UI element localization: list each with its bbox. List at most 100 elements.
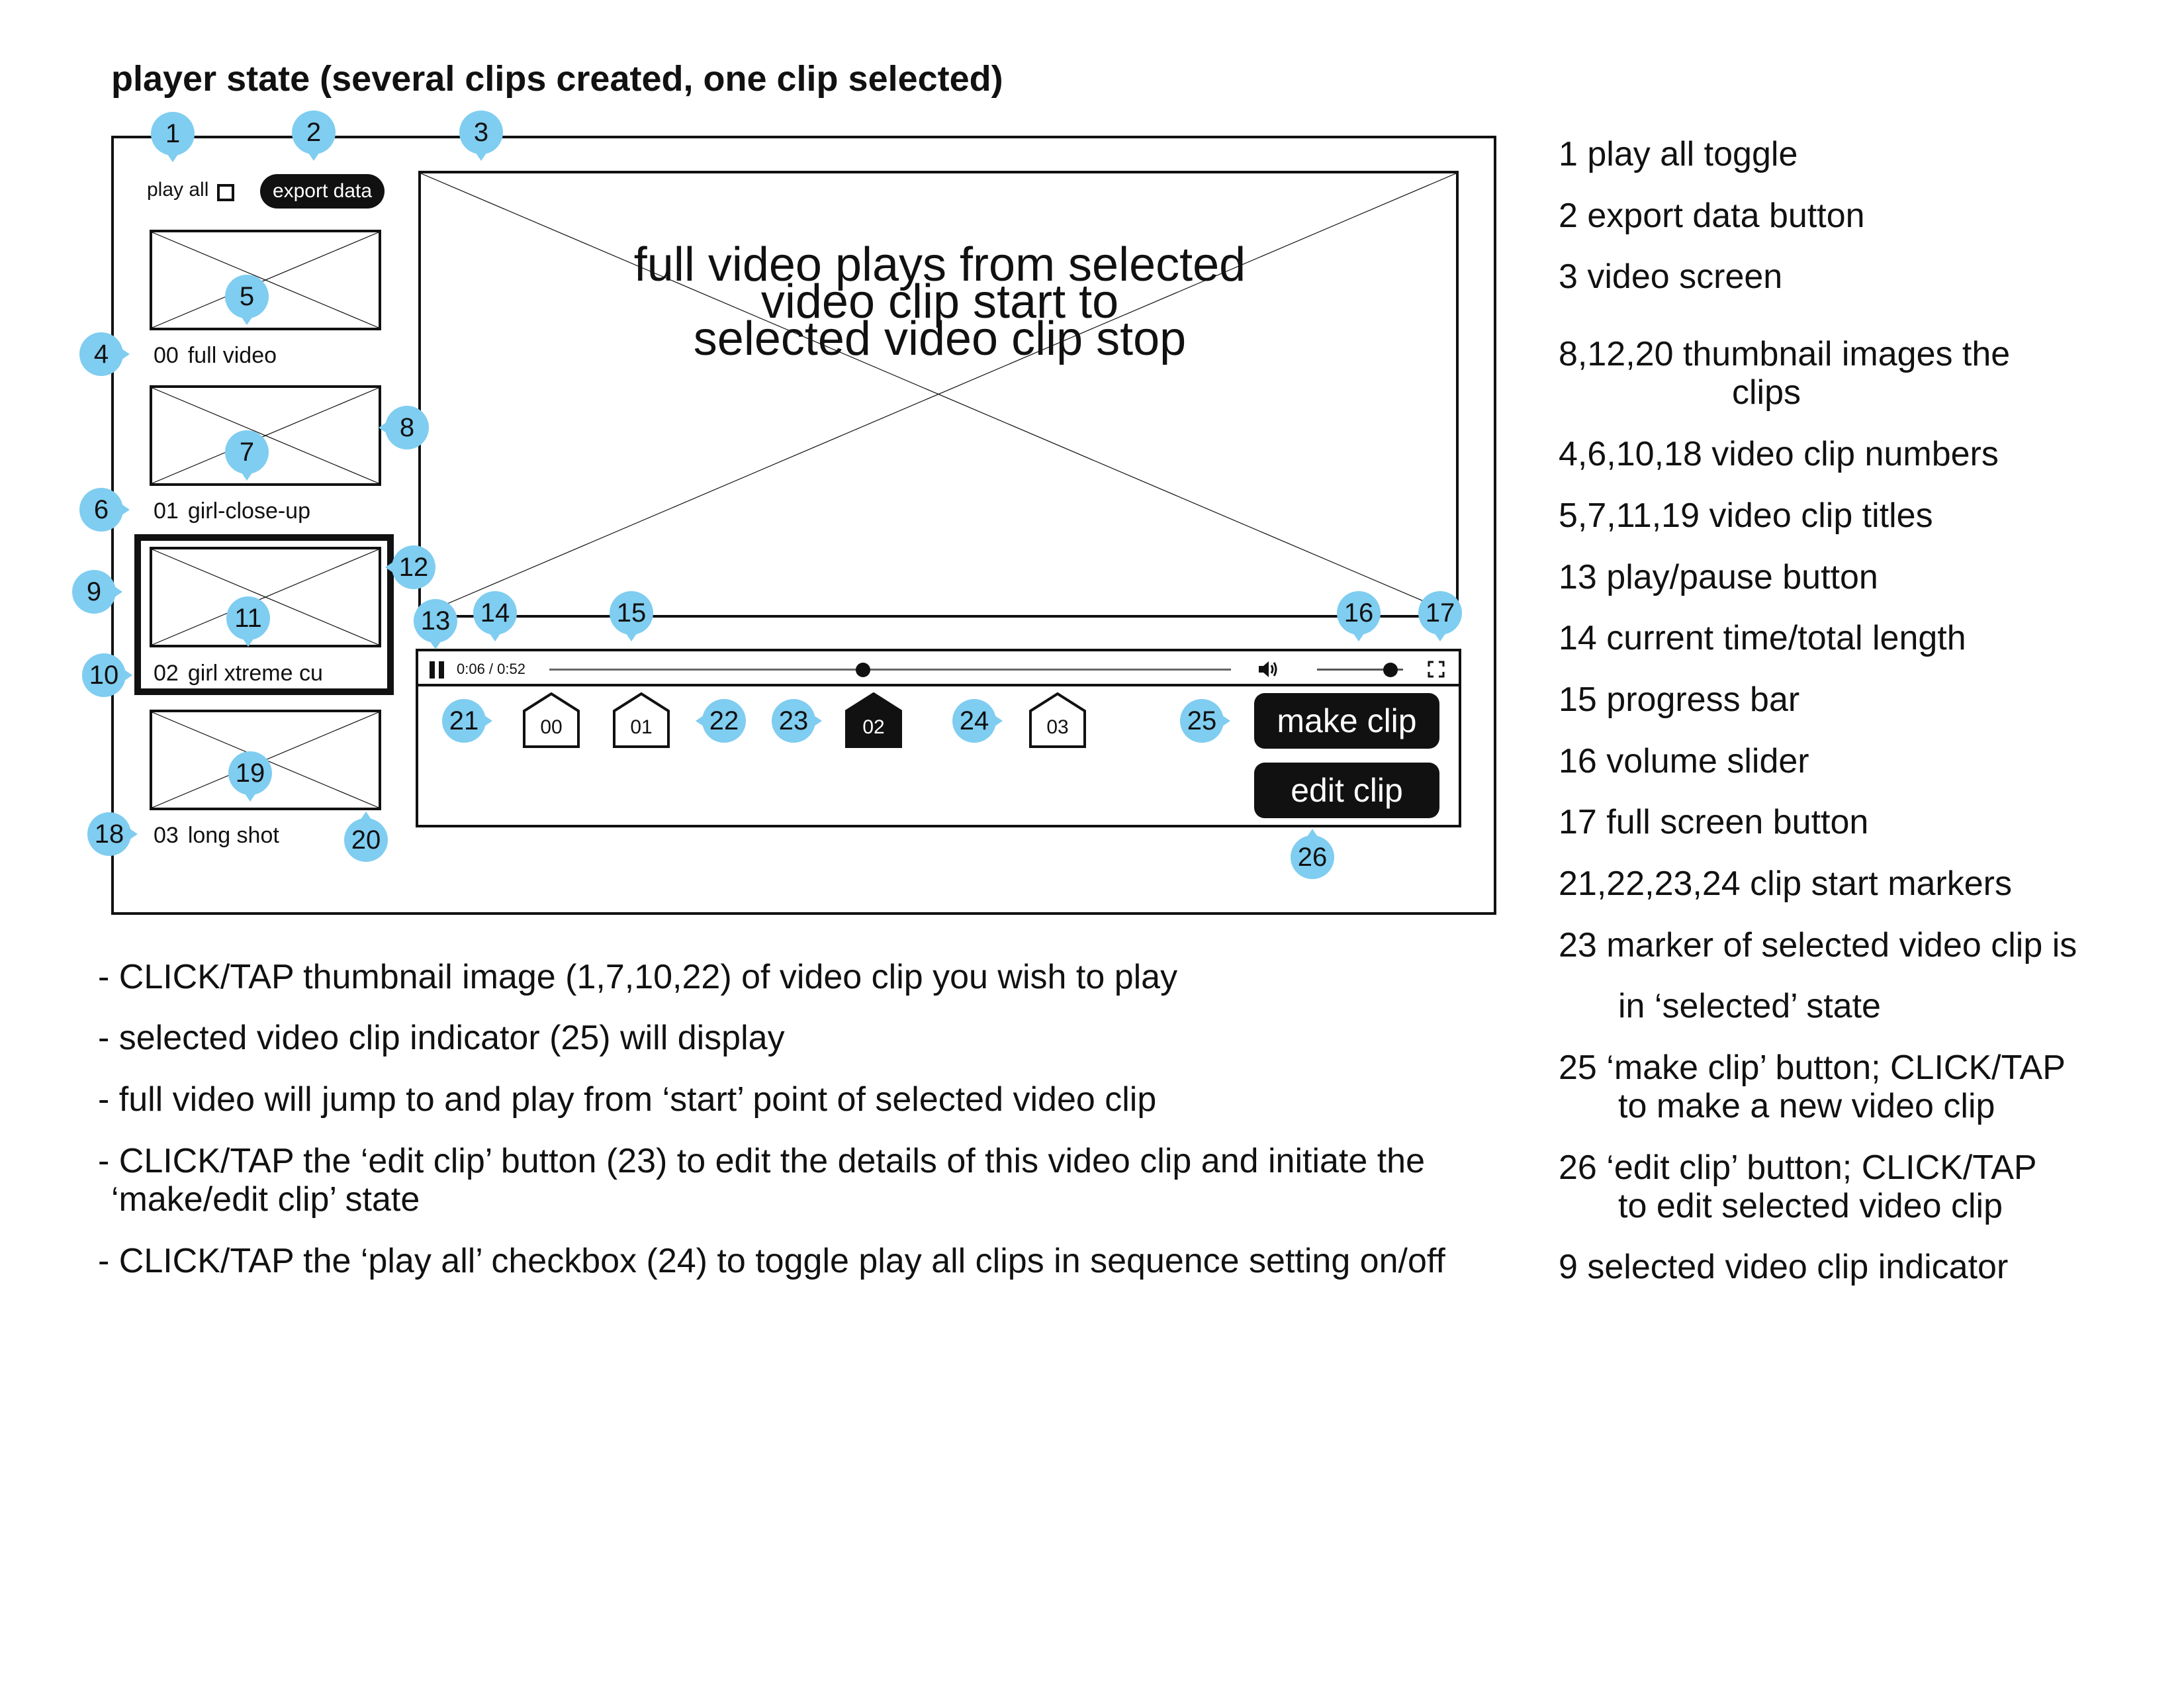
- clip-thumbnail-02[interactable]: [150, 547, 381, 647]
- callout-23: 23: [770, 698, 822, 744]
- legend-item: 9 selected video clip indicator: [1559, 1248, 2009, 1286]
- callout-pin-icon: [228, 751, 272, 802]
- callout-number: 22: [709, 706, 739, 735]
- callout-17: 17: [1417, 590, 1463, 641]
- callout-pin-icon: [610, 591, 653, 641]
- note-line: - CLICK/TAP thumbnail image (1,7,10,22) …: [98, 958, 1178, 996]
- play-all-label: play all: [147, 179, 209, 201]
- clip-thumbnail-01[interactable]: [150, 385, 381, 486]
- pause-icon[interactable]: [430, 661, 445, 679]
- fullscreen-icon[interactable]: [1428, 661, 1445, 678]
- legend-item: 8,12,20 thumbnail images the: [1559, 335, 2011, 373]
- clip-marker-03[interactable]: 03: [1029, 692, 1086, 748]
- callout-7: 7: [224, 429, 270, 481]
- legend-item: 26 ‘edit clip’ button; CLICK/TAP: [1559, 1149, 2037, 1187]
- time-display: 0:06 / 0:52: [457, 661, 525, 677]
- play-all-checkbox[interactable]: [217, 184, 234, 201]
- callout-2: 2: [291, 109, 337, 161]
- callout-14: 14: [472, 590, 518, 641]
- callout-pin-icon: [79, 332, 130, 376]
- note-line: - selected video clip indicator (25) wil…: [98, 1019, 785, 1057]
- clip-number: 00: [154, 343, 179, 368]
- marker-label: 00: [540, 716, 563, 738]
- clip-marker-02-selected[interactable]: 02: [845, 692, 902, 748]
- callout-number: 14: [480, 598, 510, 628]
- callout-number: 5: [239, 282, 255, 311]
- callout-pin-icon: [772, 699, 822, 743]
- callout-pin-icon: [226, 596, 270, 647]
- legend-item: 3 video screen: [1559, 258, 1783, 296]
- clip-title: girl xtreme cu: [187, 661, 323, 686]
- placeholder-image-icon: [152, 388, 379, 483]
- callout-number: 20: [351, 825, 381, 855]
- marker-label: 01: [630, 716, 653, 738]
- callout-pin-icon: [696, 699, 746, 743]
- legend-item: clips: [1732, 373, 1801, 412]
- callout-number: 10: [89, 661, 119, 690]
- selected-clip-indicator: [134, 534, 394, 695]
- legend-item: 2 export data button: [1559, 197, 1865, 235]
- callout-25: 25: [1179, 698, 1230, 744]
- callout-22: 22: [696, 698, 747, 744]
- callout-26: 26: [1289, 829, 1336, 880]
- legend-item: 17 full screen button: [1559, 803, 1869, 841]
- clip-title: full video: [187, 343, 277, 368]
- clip-number: 01: [154, 498, 179, 524]
- callout-number: 3: [473, 118, 489, 147]
- callout-pin-icon: [442, 699, 492, 743]
- callout-10: 10: [81, 652, 132, 698]
- volume-icon[interactable]: [1257, 659, 1280, 679]
- callout-number: 8: [399, 413, 415, 442]
- legend-item: in ‘selected’ state: [1618, 987, 1881, 1025]
- callout-19: 19: [227, 750, 273, 802]
- callout-16: 16: [1336, 590, 1382, 641]
- callout-number: 1: [165, 119, 181, 148]
- callout-24: 24: [951, 698, 1003, 744]
- video-caption-line: selected video clip stop: [693, 312, 1187, 365]
- callout-pin-icon: [1337, 591, 1381, 641]
- legend-item: 16 volume slider: [1559, 742, 1809, 780]
- callout-12: 12: [385, 544, 437, 590]
- export-data-button[interactable]: export data: [260, 174, 385, 209]
- callout-pin-icon: [344, 812, 388, 862]
- callout-pin-icon: [1180, 699, 1230, 743]
- callout-4: 4: [78, 331, 130, 377]
- callout-number: 12: [398, 553, 429, 582]
- video-caption-line: full video plays from selected: [633, 238, 1246, 291]
- progress-handle[interactable]: [855, 663, 870, 677]
- callout-11: 11: [225, 595, 271, 647]
- volume-slider[interactable]: [1317, 669, 1403, 671]
- callout-5: 5: [224, 273, 270, 325]
- clip-marker-00[interactable]: 00: [523, 692, 580, 748]
- make-clip-button[interactable]: make clip: [1254, 693, 1439, 749]
- callout-number: 16: [1343, 598, 1374, 628]
- edit-clip-button[interactable]: edit clip: [1254, 763, 1439, 818]
- placeholder-image-icon: [152, 232, 379, 328]
- callout-number: 18: [94, 820, 124, 849]
- callout-pin-icon: [459, 111, 503, 161]
- callout-number: 24: [959, 706, 989, 735]
- legend-item: 5,7,11,19 video clip titles: [1559, 496, 1933, 535]
- note-line: - CLICK/TAP the ‘edit clip’ button (23) …: [98, 1142, 1426, 1180]
- callout-8: 8: [379, 404, 430, 451]
- legend-item: 4,6,10,18 video clip numbers: [1559, 435, 1999, 473]
- callout-pin-icon: [379, 406, 429, 449]
- marker-label: 03: [1046, 716, 1069, 738]
- note-line: - full video will jump to and play from …: [98, 1080, 1157, 1119]
- callout-21: 21: [441, 698, 492, 744]
- callout-number: 6: [93, 495, 109, 524]
- callout-number: 19: [235, 759, 265, 788]
- callout-pin-icon: [385, 545, 435, 589]
- clip-label-00: 00 full video: [154, 343, 277, 369]
- volume-handle[interactable]: [1383, 663, 1398, 677]
- video-caption-line: video clip start to: [760, 275, 1119, 328]
- legend-item: 21,22,23,24 clip start markers: [1559, 865, 2012, 903]
- progress-bar[interactable]: [549, 669, 1231, 671]
- video-screen[interactable]: [418, 171, 1459, 618]
- clip-marker-01[interactable]: 01: [613, 692, 670, 748]
- callout-pin-icon: [1291, 829, 1334, 879]
- clip-thumbnail-00[interactable]: [150, 230, 381, 330]
- video-caption: full video plays from selected video cli…: [589, 238, 1291, 365]
